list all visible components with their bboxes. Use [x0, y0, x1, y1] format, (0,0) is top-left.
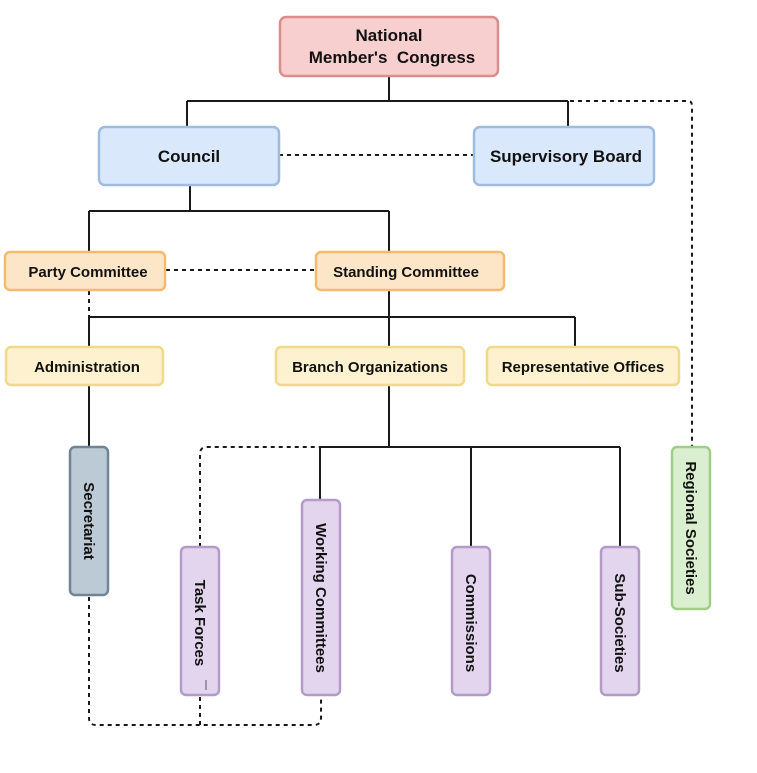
congress-label-line1: National [355, 26, 422, 45]
administration-label: Administration [34, 359, 140, 376]
standing-committee-label: Standing Committee [333, 264, 479, 281]
solid-connectors [88, 76, 621, 547]
node-representative-offices: Representative Offices [485, 345, 681, 387]
dashed-connectors [88, 100, 693, 726]
node-task-forces: Task Forces [179, 545, 221, 697]
node-branch-organizations: Branch Organizations [274, 345, 466, 387]
node-administration: Administration [4, 345, 165, 387]
node-standing-committee: Standing Committee [314, 250, 506, 292]
regional-societies-label: Regional Societies [682, 461, 699, 594]
party-committee-label: Party Committee [28, 264, 147, 281]
secretariat-label: Secretariat [80, 482, 97, 560]
node-council: Council [97, 125, 281, 187]
council-label: Council [158, 147, 220, 166]
congress-label-line2: Member's Congress [309, 48, 476, 67]
supervisory-board-label: Supervisory Board [490, 147, 642, 166]
node-supervisory-board: Supervisory Board [472, 125, 656, 187]
branch-organizations-label: Branch Organizations [292, 359, 448, 376]
representative-offices-label: Representative Offices [502, 359, 665, 376]
node-secretariat: Secretariat [68, 445, 110, 597]
node-party-committee: Party Committee [3, 250, 167, 292]
node-sub-societies: Sub-Societies [599, 545, 641, 697]
node-national-members-congress: National Member's Congress [278, 15, 500, 78]
node-working-committees: Working Committees [300, 498, 342, 697]
node-commissions: Commissions [450, 545, 492, 697]
node-regional-societies: Regional Societies [670, 445, 712, 611]
working-committees-label: Working Committees [312, 523, 329, 673]
sub-societies-label: Sub-Societies [611, 573, 628, 672]
commissions-label: Commissions [462, 574, 479, 672]
task-forces-label: Task Forces [191, 580, 208, 666]
